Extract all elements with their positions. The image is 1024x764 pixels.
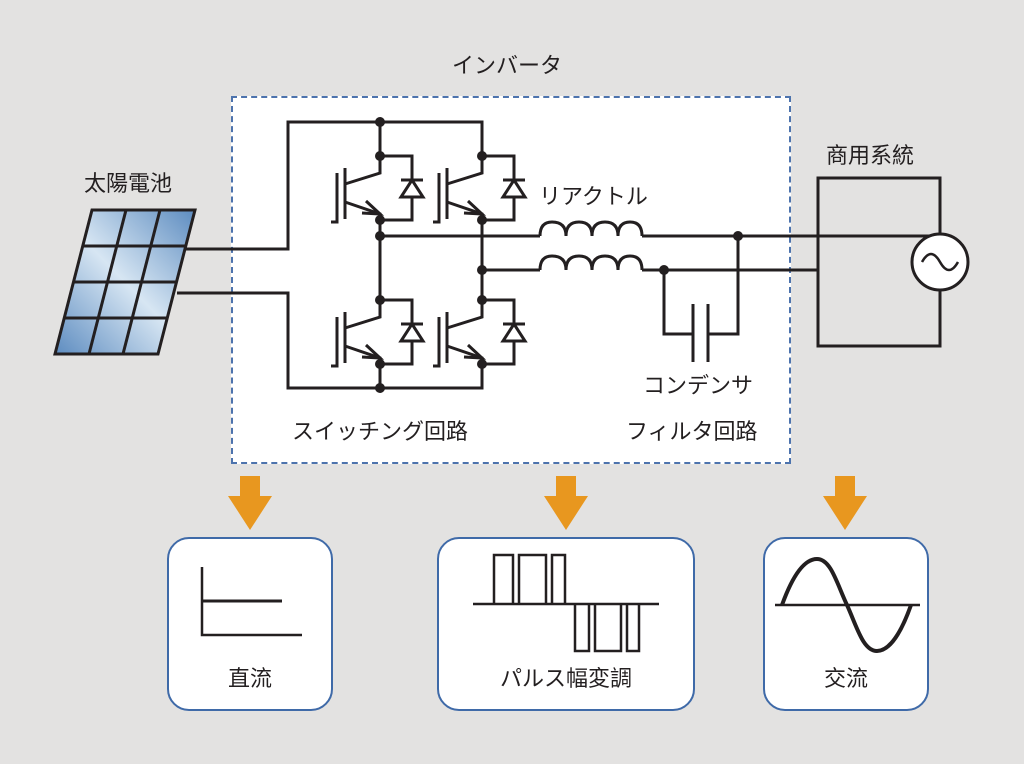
- capacitor-label: コンデンサ: [643, 374, 754, 399]
- igbt-upper-left: [329, 149, 425, 227]
- waveform-label: 直流: [227, 667, 272, 692]
- igbt-upper-right: [431, 149, 527, 227]
- arrow-down-icon: [228, 476, 272, 530]
- pwm-waveform-icon: [473, 553, 659, 653]
- waveform-label: パルス幅変調: [499, 667, 632, 692]
- filter-circuit-label: フィルタ回路: [626, 420, 758, 445]
- arrow-down-icon: [823, 476, 867, 530]
- reactor-label: リアクトル: [539, 185, 648, 210]
- solar-cell-label: 太陽電池: [84, 172, 173, 197]
- igbt-lower-left: [329, 293, 425, 371]
- inverter-label: インバータ: [452, 54, 563, 79]
- waveform-card-ac: 交流: [763, 537, 929, 711]
- arrow-down-icon: [544, 476, 588, 530]
- solar-panel: [53, 208, 197, 356]
- ac-source-icon: [910, 232, 970, 292]
- dc-waveform-icon: [200, 567, 302, 637]
- ac-waveform-icon: [775, 556, 920, 654]
- igbt-lower-right: [431, 293, 527, 371]
- grid-label: 商用系統: [826, 144, 915, 169]
- waveform-card-pwm: パルス幅変調: [437, 537, 695, 711]
- switching-circuit-label: スイッチング回路: [292, 420, 469, 445]
- wiring: [177, 120, 942, 390]
- waveform-label: 交流: [823, 667, 868, 692]
- waveform-card-dc: 直流: [167, 537, 333, 711]
